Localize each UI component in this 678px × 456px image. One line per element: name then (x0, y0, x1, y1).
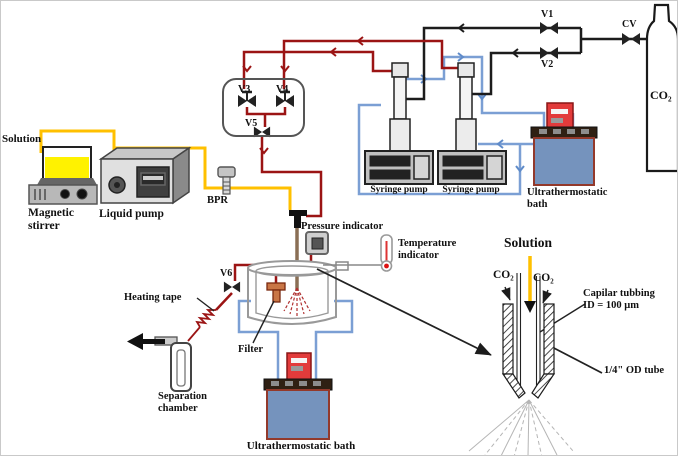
coolant-flow-arrows (420, 52, 525, 173)
syringe-pump-2-label: Syringe pump (442, 185, 500, 195)
ultrathermostatic-bath-right (530, 102, 598, 186)
filter-element (266, 282, 286, 303)
detail-co2-left-label: CO₂ (493, 269, 514, 281)
spray-plume (468, 399, 574, 455)
bath-controller-icon (546, 102, 574, 131)
valve-v6-icon (223, 281, 241, 293)
detail-co2-right-label: CO₂ (533, 272, 554, 284)
separation-chamber (154, 336, 192, 392)
solution-feed-label: Solution (2, 133, 42, 145)
valve-v3-label: V3 (238, 84, 251, 95)
detail-solution-label: Solution (504, 235, 553, 250)
valve-v1-icon (540, 22, 558, 34)
tee-fitting (289, 210, 307, 228)
capillary-tubing-label: Capilar tubbing ID = 100 μm (583, 288, 655, 311)
od-tube-walls (501, 303, 556, 399)
valve-v5-label: V5 (245, 118, 258, 129)
valve-cv-label: CV (622, 19, 637, 30)
pressure-indicator-icon (305, 231, 329, 255)
reactor-spray (283, 287, 311, 316)
valve-v4-label: V4 (276, 84, 289, 95)
valve-v2-label: V2 (541, 59, 554, 70)
co2-arrow-right-icon (542, 289, 552, 304)
co2-cylinder (645, 3, 677, 173)
magnetic-stirrer-label: Magnetic stirrer (28, 207, 74, 232)
syringe-pump-1-label: Syringe pump (370, 185, 428, 195)
ultrathermostatic-bath-bottom (263, 352, 333, 440)
valve-manifold-box (222, 78, 305, 137)
bpr-label: BPR (207, 195, 228, 206)
liquid-pump-unit (98, 146, 192, 205)
co2-arrow-left-icon (501, 286, 511, 301)
check-valve-cv-icon (622, 33, 640, 45)
thermometer-icon (380, 234, 393, 272)
annotation-lines (196, 268, 603, 374)
bpr-icon (217, 166, 236, 195)
valve-v2-icon (540, 47, 558, 59)
od-tube-label: 1/4" OD tube (604, 365, 665, 376)
valve-v1-label: V1 (541, 9, 554, 20)
filter-label: Filter (238, 344, 264, 355)
solution-beaker (42, 146, 92, 180)
ultrathermostatic-bath-right-label: Ultrathermostatic bath (527, 187, 608, 210)
liquid-co2-flow-arrows (242, 36, 364, 155)
separation-chamber-label: Separation chamber (158, 391, 208, 414)
co2-gas-lines (406, 26, 647, 101)
syringe-pump-2 (437, 62, 507, 185)
temperature-indicator-label: Temperature indicator (398, 238, 457, 261)
liquid-pump-label: Liquid pump (99, 208, 164, 220)
coolant-lines (237, 55, 575, 386)
syringe-pump-1 (364, 62, 434, 185)
solution-arrow-icon (524, 301, 536, 313)
vent-arrow-icon (127, 333, 165, 350)
co2-cylinder-label: CO₂ (650, 88, 672, 102)
co2-gas-flow-arrows (457, 23, 519, 58)
pressure-indicator-label: Pressure indicator (301, 221, 384, 232)
magnetic-stirrer (28, 178, 98, 205)
heating-tape-label: Heating tape (124, 292, 182, 303)
nozzle-detail (468, 256, 574, 455)
ultrathermostatic-bath-bottom-label: Ultrathermostatic bath (246, 440, 356, 452)
reactor-vessel (247, 260, 349, 325)
valve-v6-label: V6 (220, 268, 233, 279)
